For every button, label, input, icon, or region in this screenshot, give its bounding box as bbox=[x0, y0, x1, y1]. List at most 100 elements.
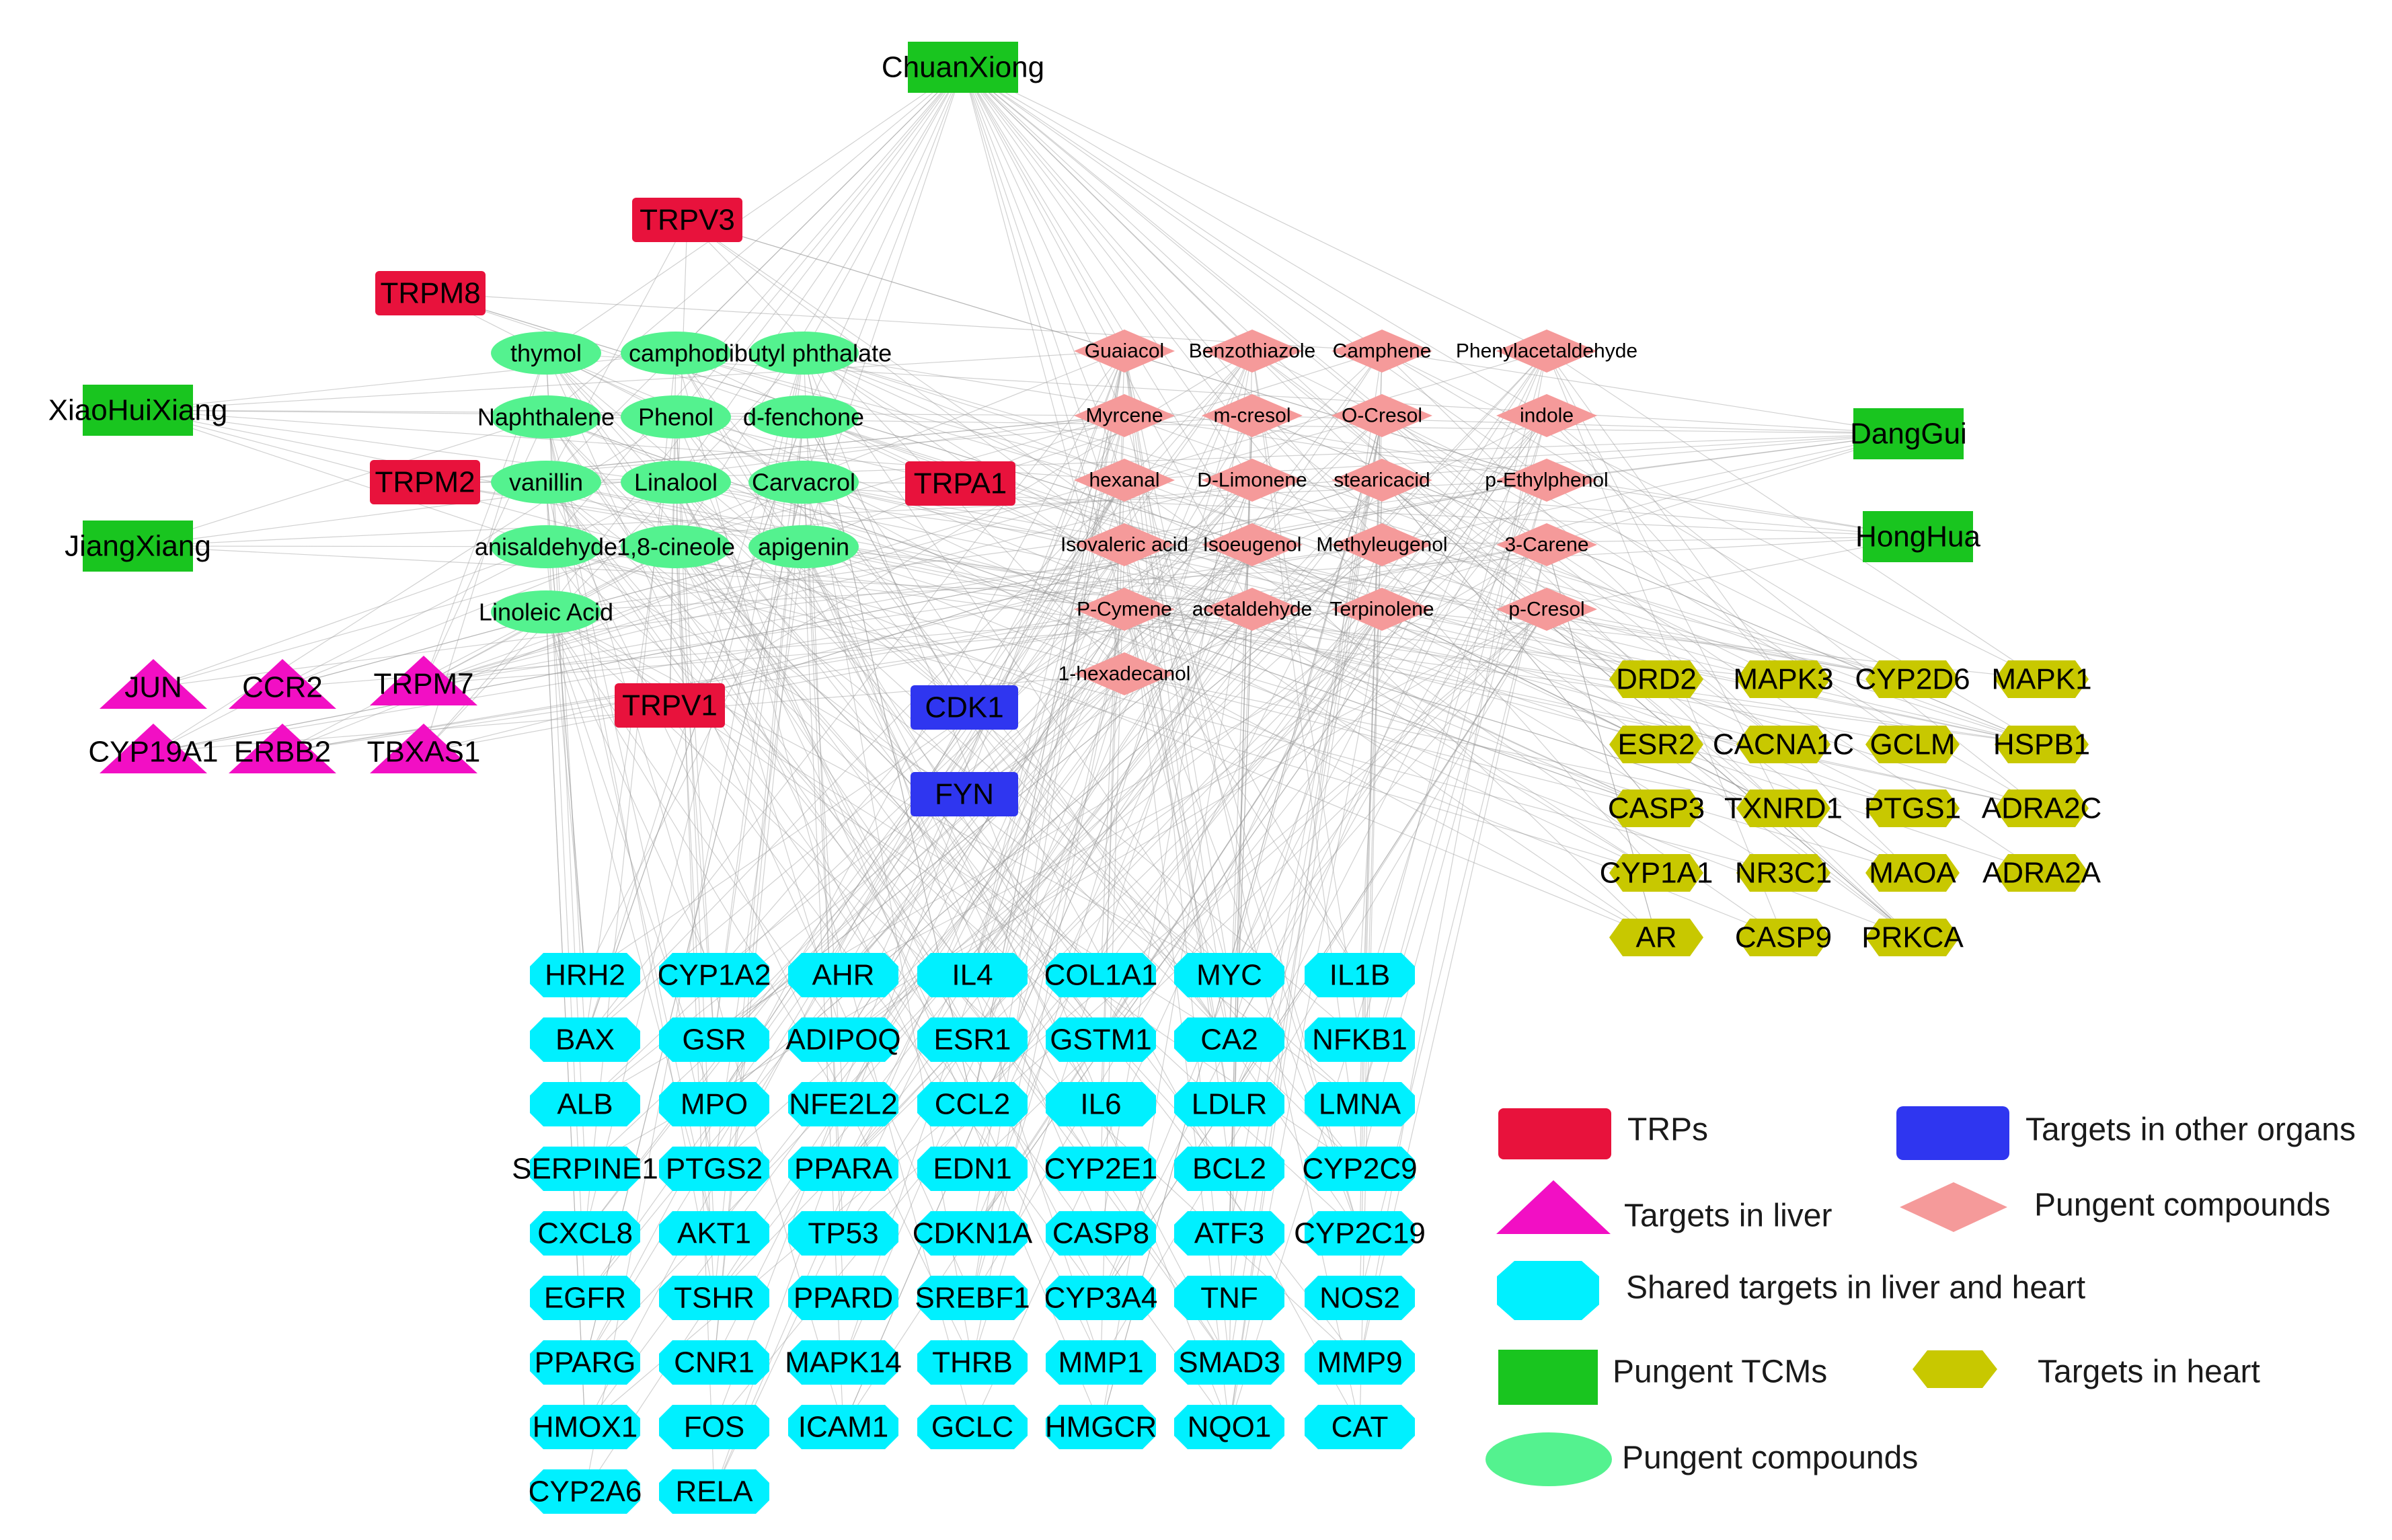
node-shape bbox=[1074, 330, 1175, 373]
edge-dia-10-hrt-8 bbox=[1381, 479, 1657, 809]
edge-dia-11-liv-3 bbox=[153, 479, 1547, 753]
node-serpine1: SERPINE1 bbox=[512, 1147, 658, 1191]
edge-dia-13-shr-29 bbox=[713, 544, 1253, 1234]
edge-dia-17-hrt-5 bbox=[1251, 609, 1784, 745]
edge-dia-0-shr-5 bbox=[1124, 350, 1230, 976]
edge-tcm-0-ell-0 bbox=[545, 67, 964, 354]
edge-dia-14-shr-15 bbox=[713, 544, 1383, 1105]
node-shape bbox=[491, 590, 601, 633]
node-shape bbox=[1736, 919, 1830, 956]
node-benzothiazole: Benzothiazole bbox=[1189, 330, 1315, 373]
node-txnrd1: TXNRD1 bbox=[1724, 790, 1843, 827]
edge-dia-18-hrt-7 bbox=[1381, 609, 2042, 745]
node-shape bbox=[621, 332, 731, 375]
edge-tcm-0-ell-6 bbox=[545, 67, 964, 483]
edge-ell-6-shr-3 bbox=[545, 482, 973, 976]
node-label: TRPV1 bbox=[622, 689, 718, 722]
edge-dia-19-shr-24 bbox=[972, 609, 1547, 1169]
node-myrcene: Myrcene bbox=[1074, 394, 1175, 437]
edge-ell-5-shr-55 bbox=[803, 416, 1360, 1428]
edge-dia-14-shr-15 bbox=[713, 544, 1383, 1105]
node-atf3: ATF3 bbox=[1174, 1211, 1284, 1256]
node-shape bbox=[1609, 854, 1703, 892]
edge-ell-6-hrt-16 bbox=[545, 482, 1657, 938]
edge-dia-7-shr-50 bbox=[713, 415, 1547, 1428]
node-shape bbox=[748, 461, 859, 504]
node-cyp2c9: CYP2C9 bbox=[1302, 1147, 1418, 1191]
node-label: IL6 bbox=[1080, 1088, 1121, 1121]
edge-dia-8-shr-18 bbox=[1100, 479, 1125, 1105]
node-shape bbox=[1865, 919, 1960, 956]
node-label: Linalool bbox=[634, 469, 718, 496]
edge-dia-19-shr-19 bbox=[1229, 609, 1547, 1105]
node-trpm8: TRPM8 bbox=[375, 271, 486, 315]
node-shape bbox=[1174, 953, 1284, 997]
node-label: FOS bbox=[684, 1411, 744, 1444]
node-label: NFKB1 bbox=[1312, 1024, 1407, 1056]
edge-dia-3-hrt-9 bbox=[1546, 350, 1784, 809]
legend-label-other-organs: Targets in other organs bbox=[2026, 1112, 2356, 1148]
node-label: Isoeugenol bbox=[1203, 534, 1302, 556]
node-label: LDLR bbox=[1192, 1088, 1268, 1121]
node-fyn: FYN bbox=[911, 772, 1018, 816]
node-shape bbox=[370, 724, 477, 773]
node-carvacrol: Carvacrol bbox=[748, 461, 859, 504]
node-trpa1: TRPA1 bbox=[905, 461, 1015, 506]
node-label: HMGCR bbox=[1045, 1411, 1157, 1444]
node-alb: ALB bbox=[530, 1082, 640, 1126]
edge-dia-14-liv-2 bbox=[423, 544, 1383, 685]
edge-tcm-0-dia-5 bbox=[962, 67, 1253, 416]
node-acetaldehyde: acetaldehyde bbox=[1192, 588, 1312, 631]
node-cyp3a4: CYP3A4 bbox=[1044, 1276, 1157, 1320]
edge-dia-9-shr-51 bbox=[843, 479, 1253, 1428]
edge-dia-1-hrt-0 bbox=[1251, 350, 1657, 680]
node-nos2: NOS2 bbox=[1305, 1276, 1415, 1320]
edge-tcm-0-dia-3 bbox=[962, 67, 1547, 352]
node-akt1: AKT1 bbox=[659, 1211, 769, 1256]
node-trpv1: TRPV1 bbox=[615, 683, 725, 728]
edge-ell-6-shr-17 bbox=[545, 482, 973, 1105]
edge-ell-9-hrt-13 bbox=[545, 546, 1784, 874]
node-label: Methyleugenol bbox=[1316, 534, 1447, 556]
node-apigenin: apigenin bbox=[748, 525, 859, 568]
node-thymol: thymol bbox=[491, 332, 601, 375]
node-label: ERBB2 bbox=[234, 736, 331, 769]
edge-dia-19-shr-5 bbox=[1229, 609, 1547, 976]
edge-tcm-0-dia-1 bbox=[962, 67, 1253, 352]
node-shape bbox=[748, 395, 859, 438]
node-label: HRH2 bbox=[545, 959, 625, 992]
node-casp8: CASP8 bbox=[1046, 1211, 1156, 1256]
edge-dia-11-shr-11 bbox=[1100, 479, 1547, 1040]
node-nfkb1: NFKB1 bbox=[1305, 1017, 1415, 1062]
node-label: ESR1 bbox=[934, 1024, 1011, 1056]
edge-tcm-0-dia-15 bbox=[962, 67, 1547, 545]
edge-dia-17-shr-30 bbox=[843, 609, 1253, 1234]
edge-ell-1-hrt-2 bbox=[675, 352, 1913, 680]
edge-ell-7-shr-46 bbox=[675, 482, 1102, 1363]
node-bcl2: BCL2 bbox=[1174, 1147, 1284, 1191]
node-srebf1: SREBF1 bbox=[915, 1276, 1030, 1320]
edge-ell-0-shr-7 bbox=[545, 352, 586, 1040]
node-label: MAOA bbox=[1869, 857, 1956, 890]
edge-dia-3-shr-48 bbox=[1359, 350, 1547, 1363]
edge-dia-14-liv-3 bbox=[153, 544, 1383, 753]
node-shape bbox=[917, 1211, 1028, 1256]
edge-dia-14-oth-1 bbox=[964, 544, 1383, 795]
node-cyp19a1: CYP19A1 bbox=[88, 724, 219, 773]
edge-tcm-0-ell-12 bbox=[545, 67, 964, 613]
node-label: Phenylacetaldehyde bbox=[1456, 340, 1637, 362]
edge-dia-4-shr-4 bbox=[1100, 415, 1125, 976]
node-shape bbox=[1609, 919, 1703, 956]
edge-dia-11-shr-20 bbox=[1359, 479, 1547, 1105]
node-shape bbox=[659, 1211, 769, 1256]
node-shape bbox=[917, 1340, 1028, 1385]
edge-dia-8-shr-22 bbox=[713, 479, 1125, 1169]
node-label: p-Cresol bbox=[1508, 599, 1584, 621]
edge-dia-6-shr-47 bbox=[1229, 415, 1383, 1363]
edge-ell-9-oth-1 bbox=[545, 546, 965, 795]
node-label: NOS2 bbox=[1319, 1282, 1400, 1315]
node-shape bbox=[788, 1340, 898, 1385]
edge-dia-7-shr-39 bbox=[1100, 415, 1547, 1299]
edge-dia-3-shr-42 bbox=[584, 350, 1547, 1363]
node-shape bbox=[1305, 1017, 1415, 1062]
